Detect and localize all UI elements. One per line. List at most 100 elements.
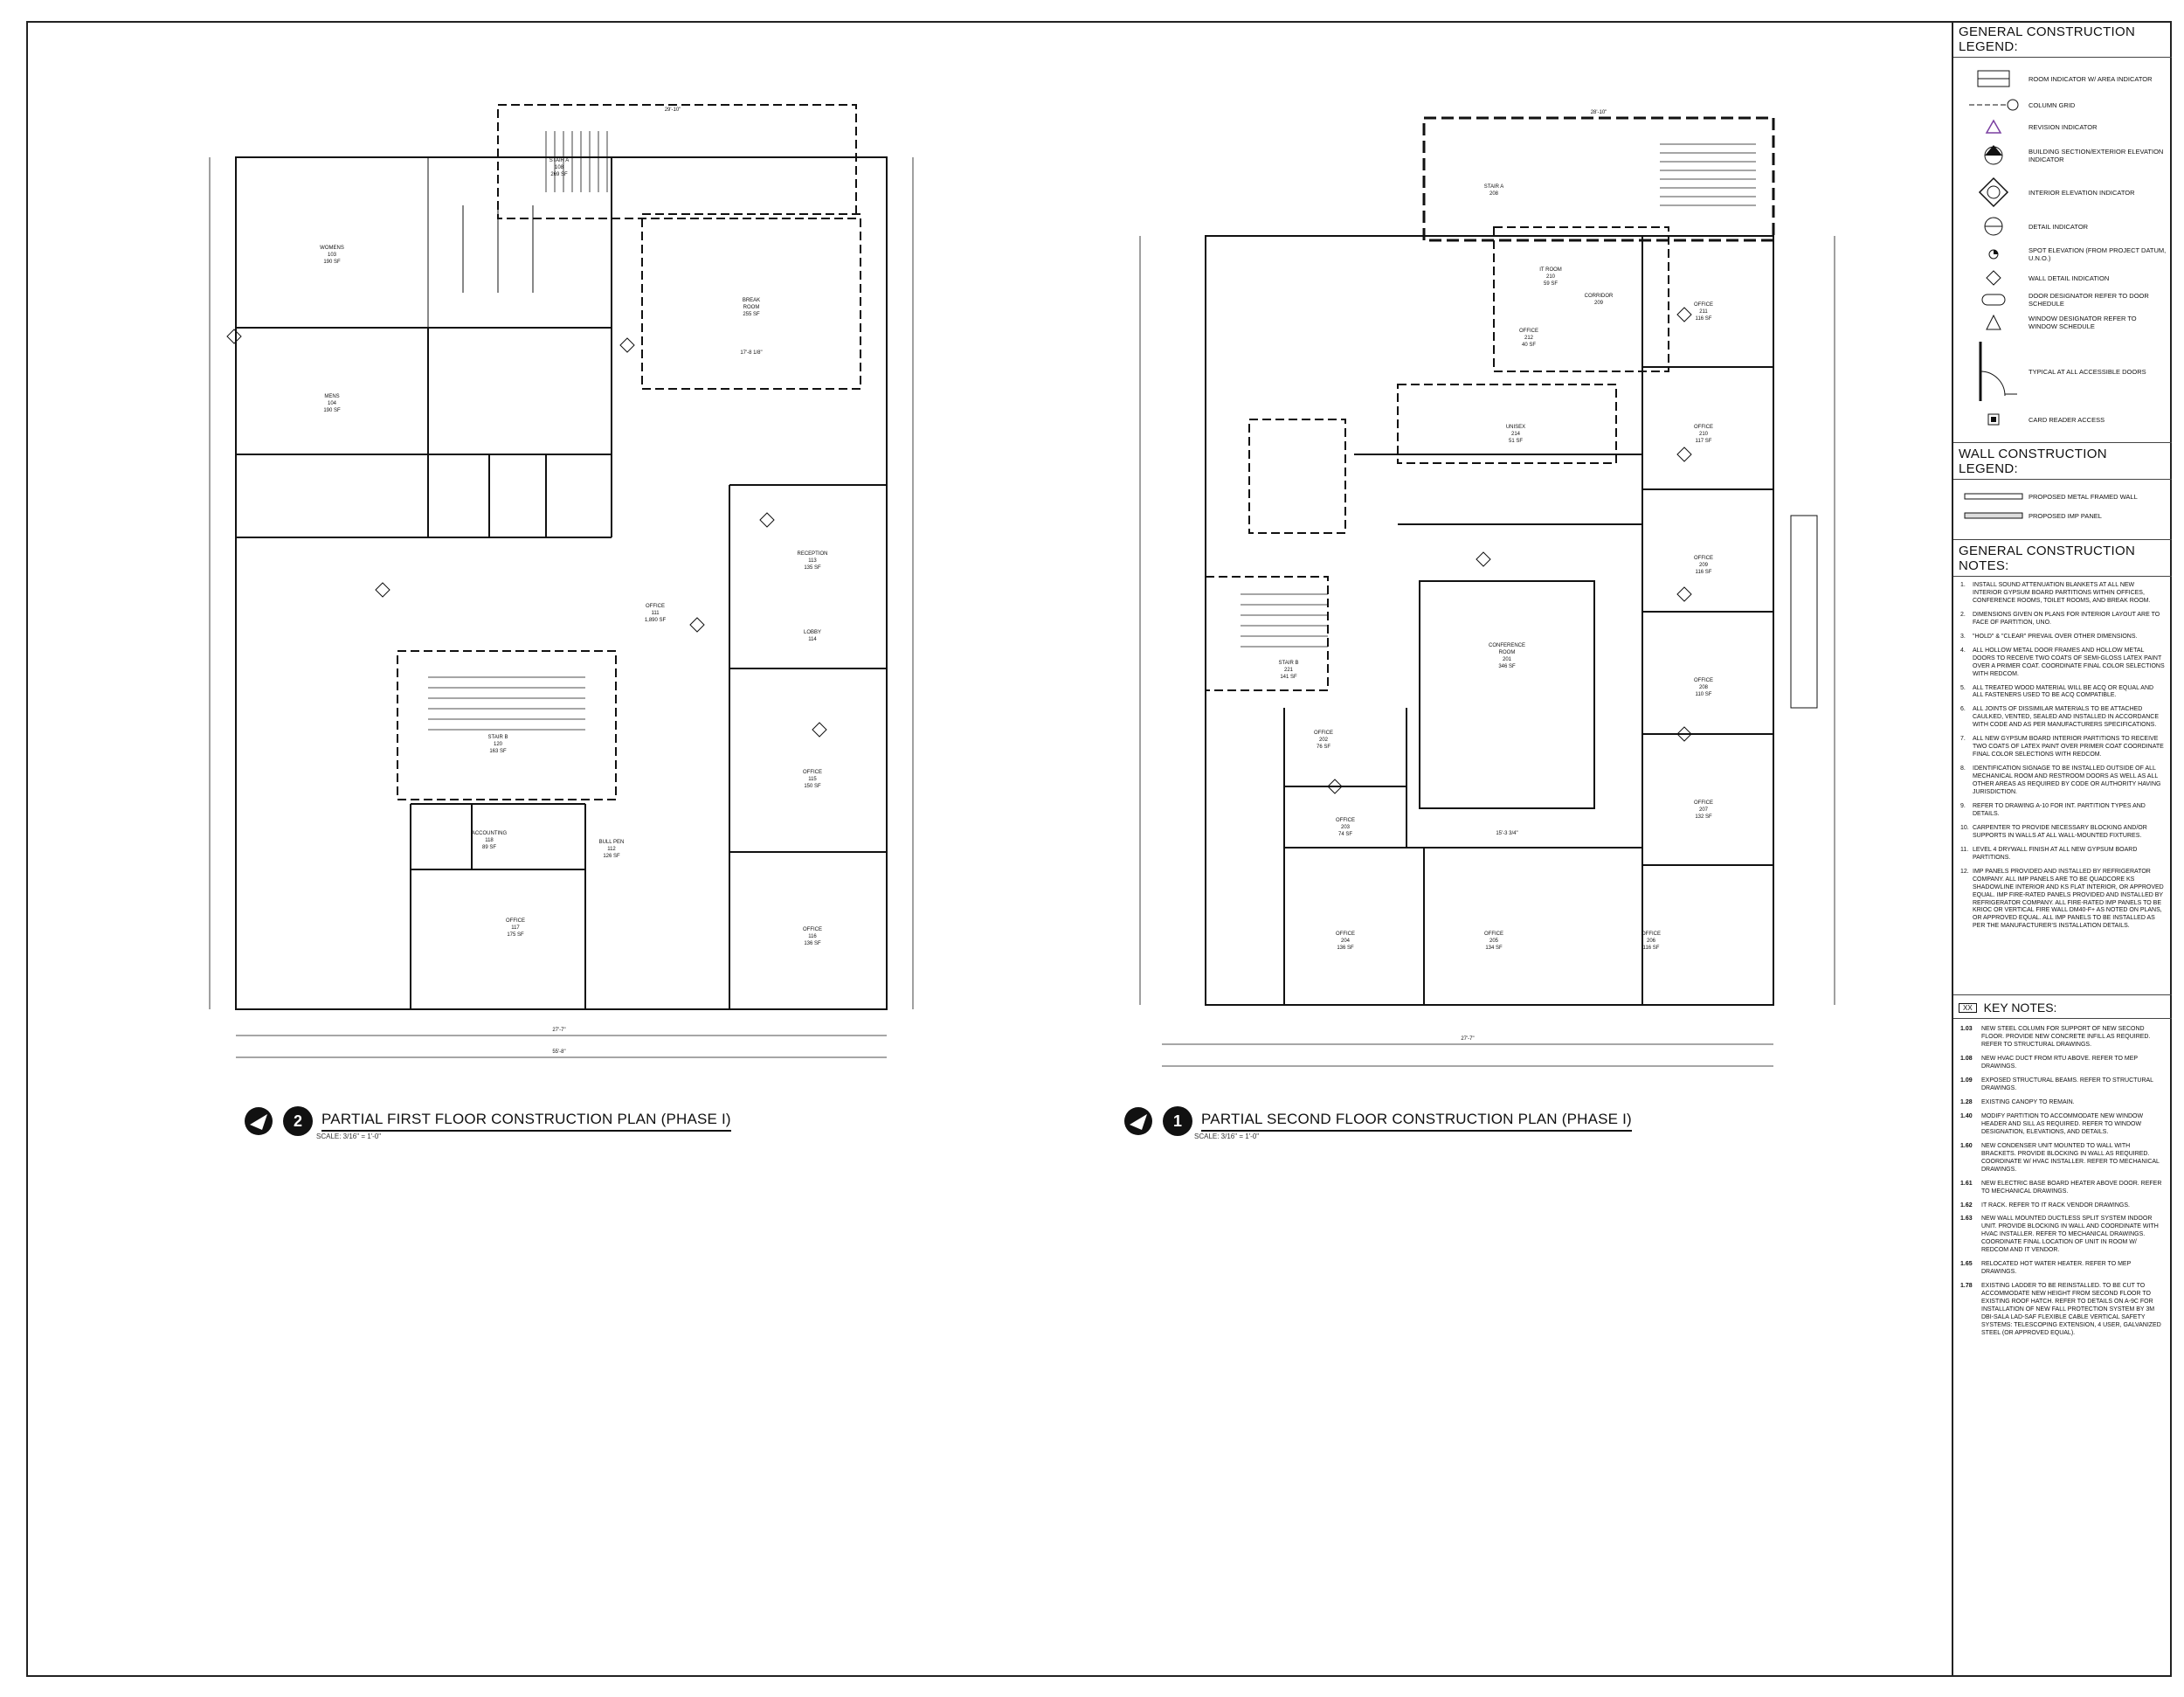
general-note: 2.DIMENSIONS GIVEN ON PLANS FOR INTERIOR… xyxy=(1960,611,2160,626)
legend-label: PROPOSED IMP PANEL xyxy=(2028,511,2102,520)
svg-text:175 SF: 175 SF xyxy=(507,932,524,938)
legend-column: GENERAL CONSTRUCTION LEGEND: ROOM INDICA… xyxy=(1952,21,2172,1677)
svg-text:203: 203 xyxy=(1341,825,1351,830)
legend-item: PROPOSED IMP PANEL xyxy=(1953,506,2172,525)
general-note: 3."HOLD" & "CLEAR" PREVAIL OVER OTHER DI… xyxy=(1960,633,2138,640)
imp-panel-icon xyxy=(1959,512,2028,519)
svg-text:89 SF: 89 SF xyxy=(482,845,496,850)
key-notes-heading: KEY NOTES: xyxy=(1983,1001,2057,1015)
svg-text:27'-7": 27'-7" xyxy=(1461,1036,1474,1042)
svg-text:OFFICE: OFFICE xyxy=(506,918,525,924)
svg-text:134 SF: 134 SF xyxy=(1485,945,1503,951)
svg-text:28'-10": 28'-10" xyxy=(1591,110,1607,115)
general-notes-heading: GENERAL CONSTRUCTION NOTES: xyxy=(1953,539,2172,577)
svg-text:55'-8": 55'-8" xyxy=(552,1049,565,1055)
svg-text:OFFICE: OFFICE xyxy=(1519,329,1538,334)
legend-label: PROPOSED METAL FRAMED WALL xyxy=(2028,492,2138,501)
svg-text:OFFICE: OFFICE xyxy=(1336,932,1355,937)
legend-item: SPOT ELEVATION (FROM PROJECT DATUM, U.N.… xyxy=(1953,241,2172,267)
svg-text:CORRIDOR: CORRIDOR xyxy=(1585,294,1614,299)
legend-label: DETAIL INDICATOR xyxy=(2028,222,2089,231)
svg-text:BREAK: BREAK xyxy=(743,298,760,303)
svg-text:206: 206 xyxy=(1647,939,1656,944)
svg-text:114: 114 xyxy=(808,637,817,642)
svg-text:116 SF: 116 SF xyxy=(1643,945,1660,951)
svg-text:STAIR A: STAIR A xyxy=(549,158,570,163)
svg-text:111: 111 xyxy=(651,611,660,616)
svg-text:163 SF: 163 SF xyxy=(489,749,507,754)
legend-label: REVISION INDICATOR xyxy=(2028,122,2098,131)
svg-text:221: 221 xyxy=(1284,668,1294,673)
key-notes-header: XX KEY NOTES: xyxy=(1953,994,2172,1020)
svg-text:40 SF: 40 SF xyxy=(1522,343,1536,348)
door-designator-icon xyxy=(1959,293,2028,307)
svg-text:27'-7": 27'-7" xyxy=(552,1028,565,1033)
svg-text:17'-8 1/8": 17'-8 1/8" xyxy=(740,350,762,356)
svg-text:OFFICE: OFFICE xyxy=(646,604,665,609)
legend-label: INTERIOR ELEVATION INDICATOR xyxy=(2028,188,2135,197)
svg-text:113: 113 xyxy=(808,558,817,564)
north-arrow-icon xyxy=(1124,1107,1152,1135)
svg-text:269 SF: 269 SF xyxy=(550,172,568,177)
svg-text:OFFICE: OFFICE xyxy=(1694,425,1713,430)
svg-text:UNISEX: UNISEX xyxy=(1506,425,1525,430)
wall-detail-icon xyxy=(1959,270,2028,286)
revision-triangle-icon xyxy=(1959,119,2028,135)
legend-item: DOOR DESIGNATOR REFER TO DOOR SCHEDULE xyxy=(1953,288,2172,311)
svg-text:103: 103 xyxy=(328,253,337,258)
svg-text:204: 204 xyxy=(1341,939,1351,944)
wall-legend-heading: WALL CONSTRUCTION LEGEND: xyxy=(1953,442,2172,480)
wall-legend: PROPOSED METAL FRAMED WALL PROPOSED IMP … xyxy=(1953,480,2172,532)
svg-text:116 SF: 116 SF xyxy=(1696,316,1712,322)
general-note: 10.CARPENTER TO PROVIDE NECESSARY BLOCKI… xyxy=(1960,824,2147,839)
svg-text:CONFERENCE: CONFERENCE xyxy=(1489,643,1525,648)
accessible-door-icon xyxy=(1959,336,2028,406)
spot-elevation-icon xyxy=(1959,247,2028,261)
plan-number: 1 xyxy=(1163,1106,1192,1136)
section-indicator-icon xyxy=(1959,141,2028,170)
svg-text:141 SF: 141 SF xyxy=(1280,675,1297,680)
general-legend: ROOM INDICATOR W/ AREA INDICATOR COLUMN … xyxy=(1953,58,2172,430)
svg-text:214: 214 xyxy=(1511,432,1521,437)
svg-text:59 SF: 59 SF xyxy=(1544,281,1558,287)
svg-text:OFFICE: OFFICE xyxy=(1694,678,1713,683)
legend-label: CARD READER ACCESS xyxy=(2028,415,2105,424)
room-tag-icon xyxy=(1959,69,2028,88)
legend-item: WALL DETAIL INDICATION xyxy=(1953,267,2172,288)
svg-text:51 SF: 51 SF xyxy=(1509,439,1523,444)
svg-text:ACCOUNTING: ACCOUNTING xyxy=(472,831,508,836)
svg-text:OFFICE: OFFICE xyxy=(1336,818,1355,823)
svg-text:OFFICE: OFFICE xyxy=(1314,731,1333,736)
legend-label: TYPICAL AT ALL ACCESSIBLE DOORS xyxy=(2028,367,2146,376)
svg-text:126 SF: 126 SF xyxy=(603,854,620,859)
svg-text:208: 208 xyxy=(1489,191,1499,197)
svg-text:OFFICE: OFFICE xyxy=(1694,556,1713,561)
svg-text:346 SF: 346 SF xyxy=(1498,664,1516,669)
legend-item: CARD READER ACCESS xyxy=(1953,409,2172,430)
plan-scale: SCALE: 3/16" = 1'-0" xyxy=(1194,1132,1260,1140)
first-floor-title-block: 2 PARTIAL FIRST FLOOR CONSTRUCTION PLAN … xyxy=(243,1105,731,1137)
svg-text:ROOM: ROOM xyxy=(1499,650,1516,655)
svg-text:110 SF: 110 SF xyxy=(1696,692,1712,697)
key-notes-box: XX xyxy=(1959,1002,1977,1013)
svg-text:210: 210 xyxy=(1546,274,1556,280)
svg-text:76 SF: 76 SF xyxy=(1317,745,1330,750)
svg-text:116: 116 xyxy=(808,934,817,939)
svg-text:RECEPTION: RECEPTION xyxy=(797,551,827,557)
general-note: 4.ALL HOLLOW METAL DOOR FRAMES AND HOLLO… xyxy=(1960,647,2165,677)
metal-wall-icon xyxy=(1959,493,2028,500)
svg-text:210: 210 xyxy=(1699,432,1709,437)
svg-text:208: 208 xyxy=(1699,685,1709,690)
legend-label: BUILDING SECTION/EXTERIOR ELEVATION INDI… xyxy=(2028,148,2164,163)
legend-item: BUILDING SECTION/EXTERIOR ELEVATION INDI… xyxy=(1953,138,2172,173)
